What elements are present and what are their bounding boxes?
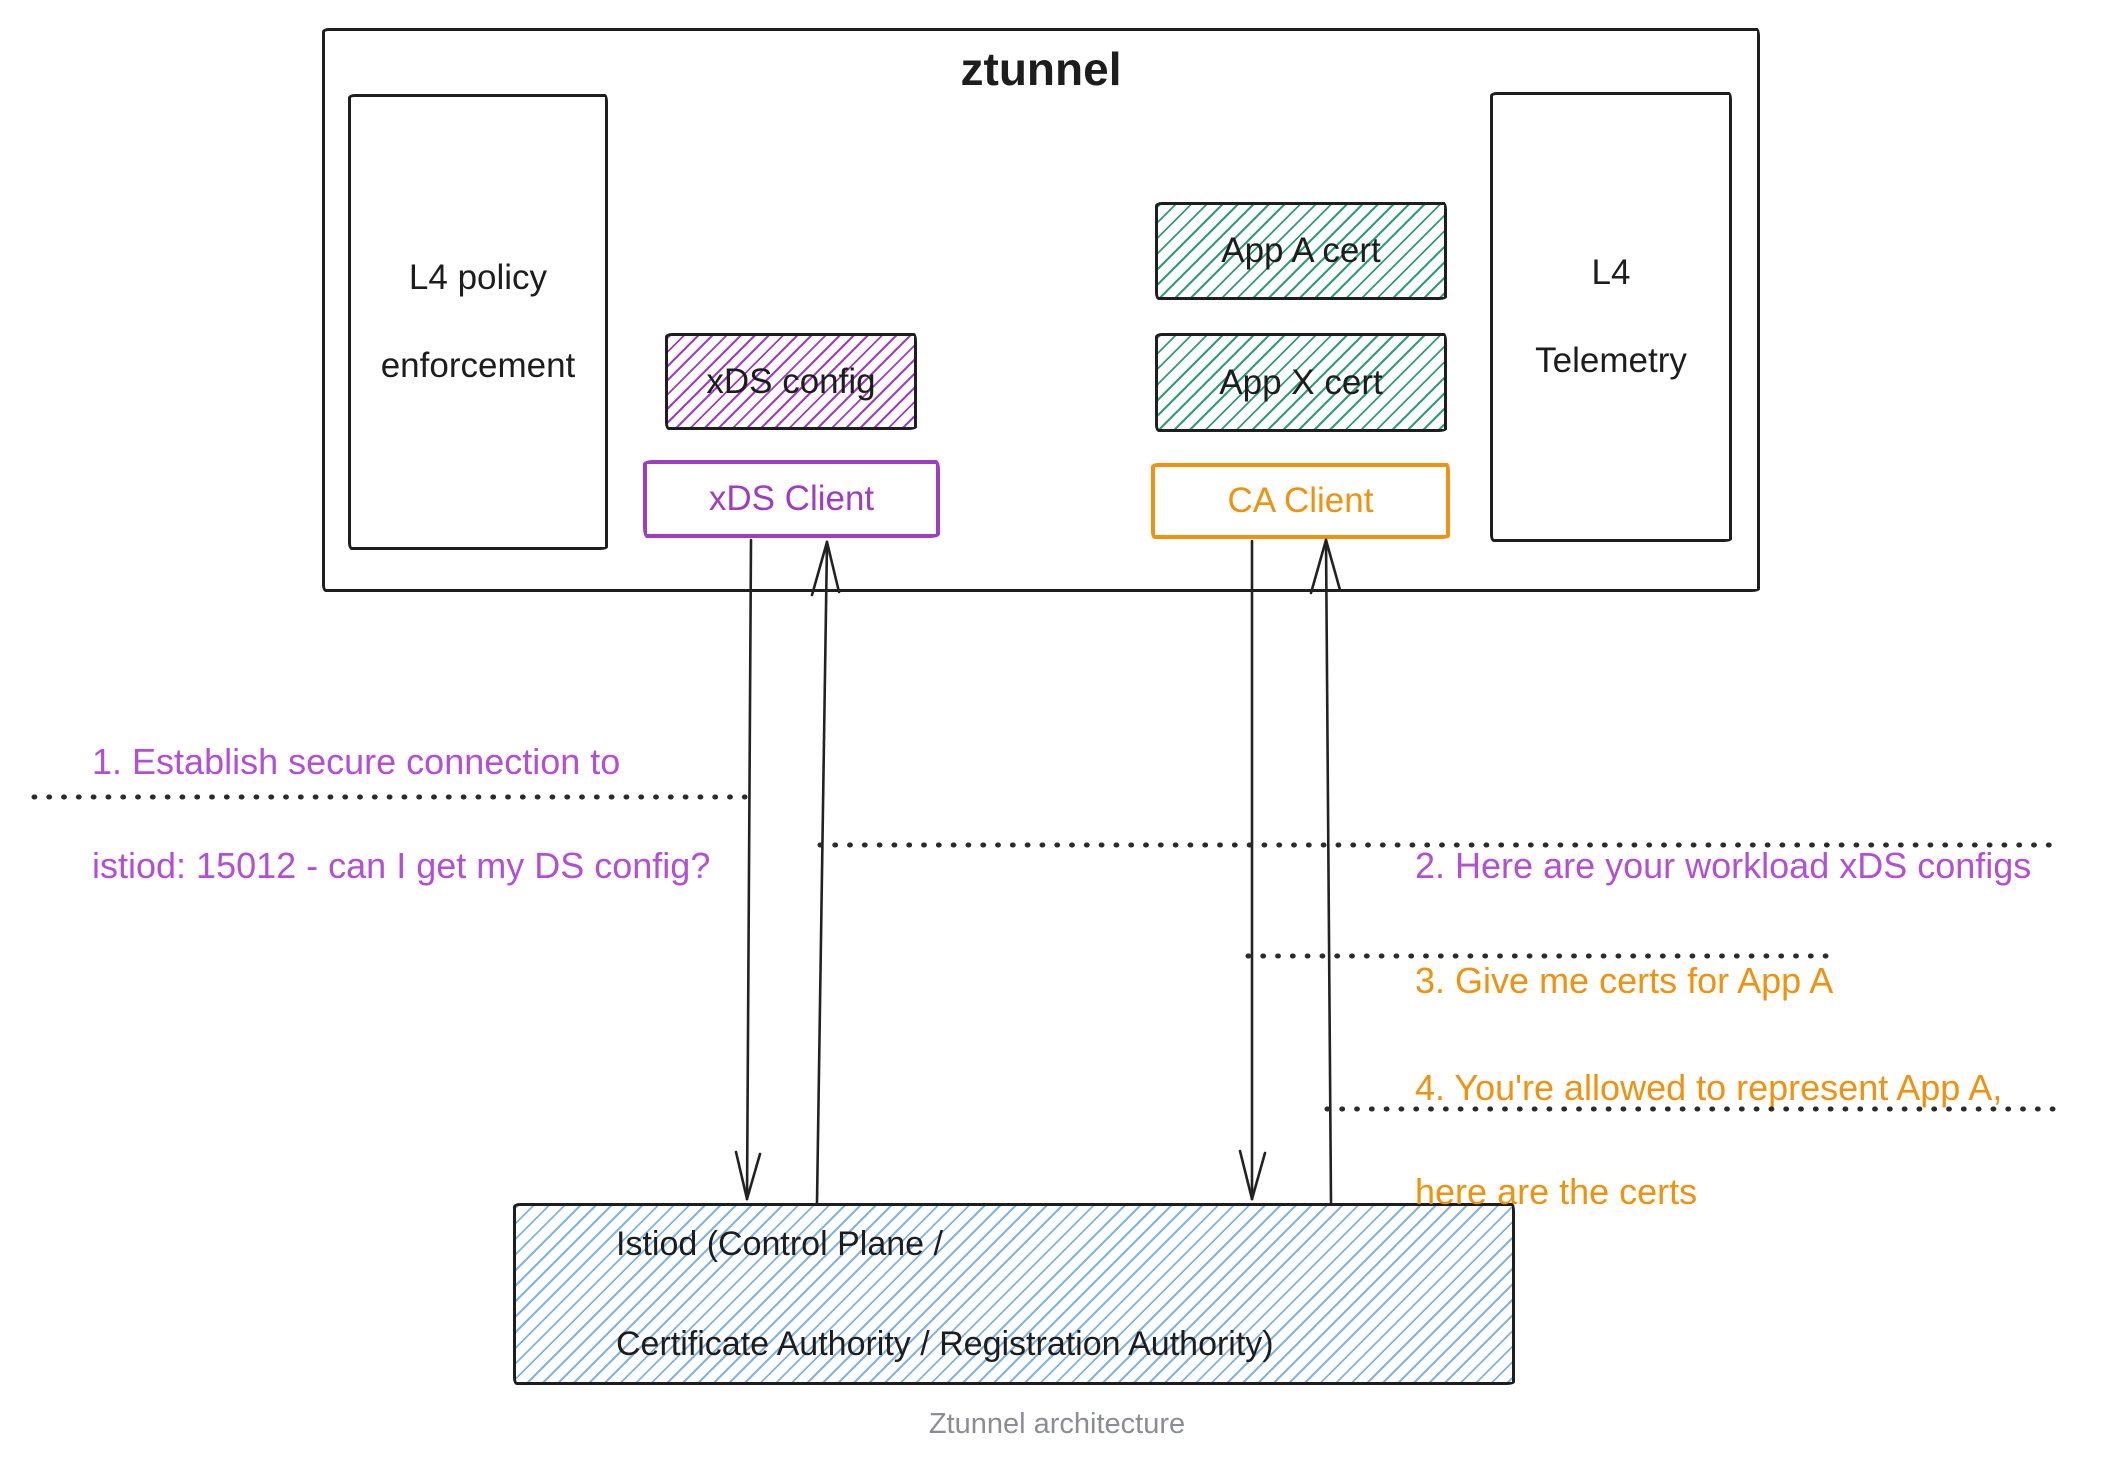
app-x-cert-box: App X cert xyxy=(1155,333,1447,432)
step4-annotation: 4. You're allowed to represent App A, he… xyxy=(1375,1010,2002,1270)
ca-request-arrow xyxy=(1238,539,1267,1201)
step4-line1: 4. You're allowed to represent App A, xyxy=(1415,1067,2003,1108)
ztunnel-title: ztunnel xyxy=(960,43,1122,95)
xds-response-arrow xyxy=(810,540,841,1205)
app-a-cert-label: App A cert xyxy=(1221,231,1381,270)
xds-request-arrow xyxy=(734,538,762,1201)
step1-line1: 1. Establish secure connection to xyxy=(92,741,621,782)
l4-telemetry-line2: Telemetry xyxy=(1535,341,1687,380)
app-a-cert-box: App A cert xyxy=(1155,202,1447,300)
ztunnel-container-box xyxy=(322,28,1760,592)
istiod-line2: Certificate Authority / Registration Aut… xyxy=(616,1325,1274,1363)
l4-telemetry-box: L4 Telemetry xyxy=(1490,92,1732,542)
xds-client-box: xDS Client xyxy=(643,460,940,538)
step3-annotation: 3. Give me certs for App A xyxy=(1375,903,1833,1059)
xds-config-box: xDS config xyxy=(665,333,917,430)
step2-annotation: 2. Here are your workload xDS configs xyxy=(1375,788,2031,944)
xds-client-label: xDS Client xyxy=(708,479,875,518)
l4-policy-line1: L4 policy xyxy=(408,258,548,297)
xds-config-label: xDS config xyxy=(706,361,876,401)
l4-policy-line2: enforcement xyxy=(380,346,576,385)
l4-telemetry-label: L4 Telemetry xyxy=(1535,251,1687,383)
ca-client-box: CA Client xyxy=(1151,463,1450,539)
step2-line1: 2. Here are your workload xDS configs xyxy=(1415,845,2032,886)
step4-line2: here are the certs xyxy=(1415,1171,1698,1212)
step1-annotation: 1. Establish secure connection to istiod… xyxy=(52,684,710,944)
istiod-line1: Istiod (Control Plane / xyxy=(616,1225,943,1263)
step1-line2: istiod: 15012 - can I get my DS config? xyxy=(92,845,711,886)
l4-telemetry-line1: L4 xyxy=(1591,253,1631,292)
ca-response-arrow xyxy=(1309,538,1342,1205)
ca-client-label: CA Client xyxy=(1227,481,1374,520)
l4-policy-enforcement-box: L4 policy enforcement xyxy=(348,94,608,550)
step3-line1: 3. Give me certs for App A xyxy=(1415,960,1834,1001)
diagram-caption: Ztunnel architecture xyxy=(928,1408,1186,1440)
app-x-cert-label: App X cert xyxy=(1219,362,1383,402)
l4-policy-enforcement-label: L4 policy enforcement xyxy=(381,256,576,388)
istiod-box: Istiod (Control Plane / Certificate Auth… xyxy=(513,1203,1515,1385)
istiod-label: Istiod (Control Plane / Certificate Auth… xyxy=(616,1219,1274,1369)
